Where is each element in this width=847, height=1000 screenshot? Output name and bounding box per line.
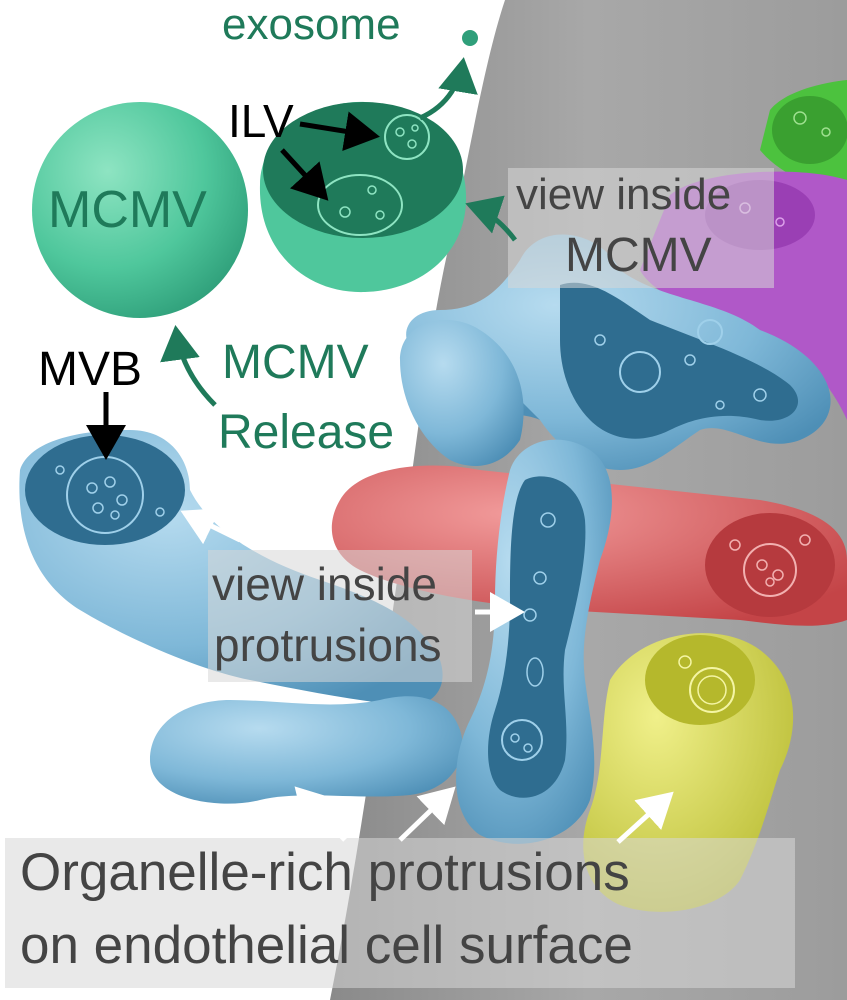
blue-club-protrusion bbox=[400, 320, 524, 466]
ilv-arrow-bottom bbox=[280, 148, 329, 201]
release-label-line2: Release bbox=[218, 406, 395, 459]
mvb-label: MVB bbox=[38, 343, 143, 396]
caption-box bbox=[5, 838, 795, 988]
protrusions-arrow-mvb bbox=[180, 508, 242, 545]
exosome-label: exosome bbox=[222, 0, 401, 49]
ilv-arrow-top bbox=[299, 111, 380, 152]
view-inside-mcmv-box bbox=[508, 168, 774, 288]
view-inside-mcmv-line1: view inside bbox=[516, 170, 732, 219]
mcmv-sphere-label: MCMV bbox=[48, 181, 207, 239]
caption-line1: Organelle-rich protrusions bbox=[20, 843, 630, 902]
view-inside-protrusions-line2: protrusions bbox=[214, 619, 442, 671]
view-inside-mcmv-arrow bbox=[465, 195, 517, 242]
caption-line2: on endothelial cell surface bbox=[20, 916, 633, 975]
blue-lower-protrusion bbox=[150, 696, 463, 804]
release-label-line1: MCMV bbox=[222, 336, 369, 389]
exosome-arrow bbox=[418, 57, 478, 121]
view-inside-mcmv-line2: MCMV bbox=[565, 229, 712, 282]
mcmv-sphere bbox=[32, 102, 248, 318]
caption-arrow-left bbox=[294, 786, 347, 842]
view-inside-protrusions-box bbox=[208, 550, 472, 682]
view-inside-protrusions-line1: view inside bbox=[212, 558, 437, 610]
blue-central-protrusion bbox=[456, 439, 612, 844]
caption-arrow-right bbox=[616, 791, 674, 844]
green-protrusion bbox=[760, 80, 847, 200]
release-arrow bbox=[160, 325, 217, 407]
mcmv-cross-section bbox=[259, 101, 467, 293]
caption-arrow-middle bbox=[398, 786, 456, 842]
ilv-label: ILV bbox=[228, 95, 294, 147]
exosome-particle bbox=[462, 30, 478, 46]
